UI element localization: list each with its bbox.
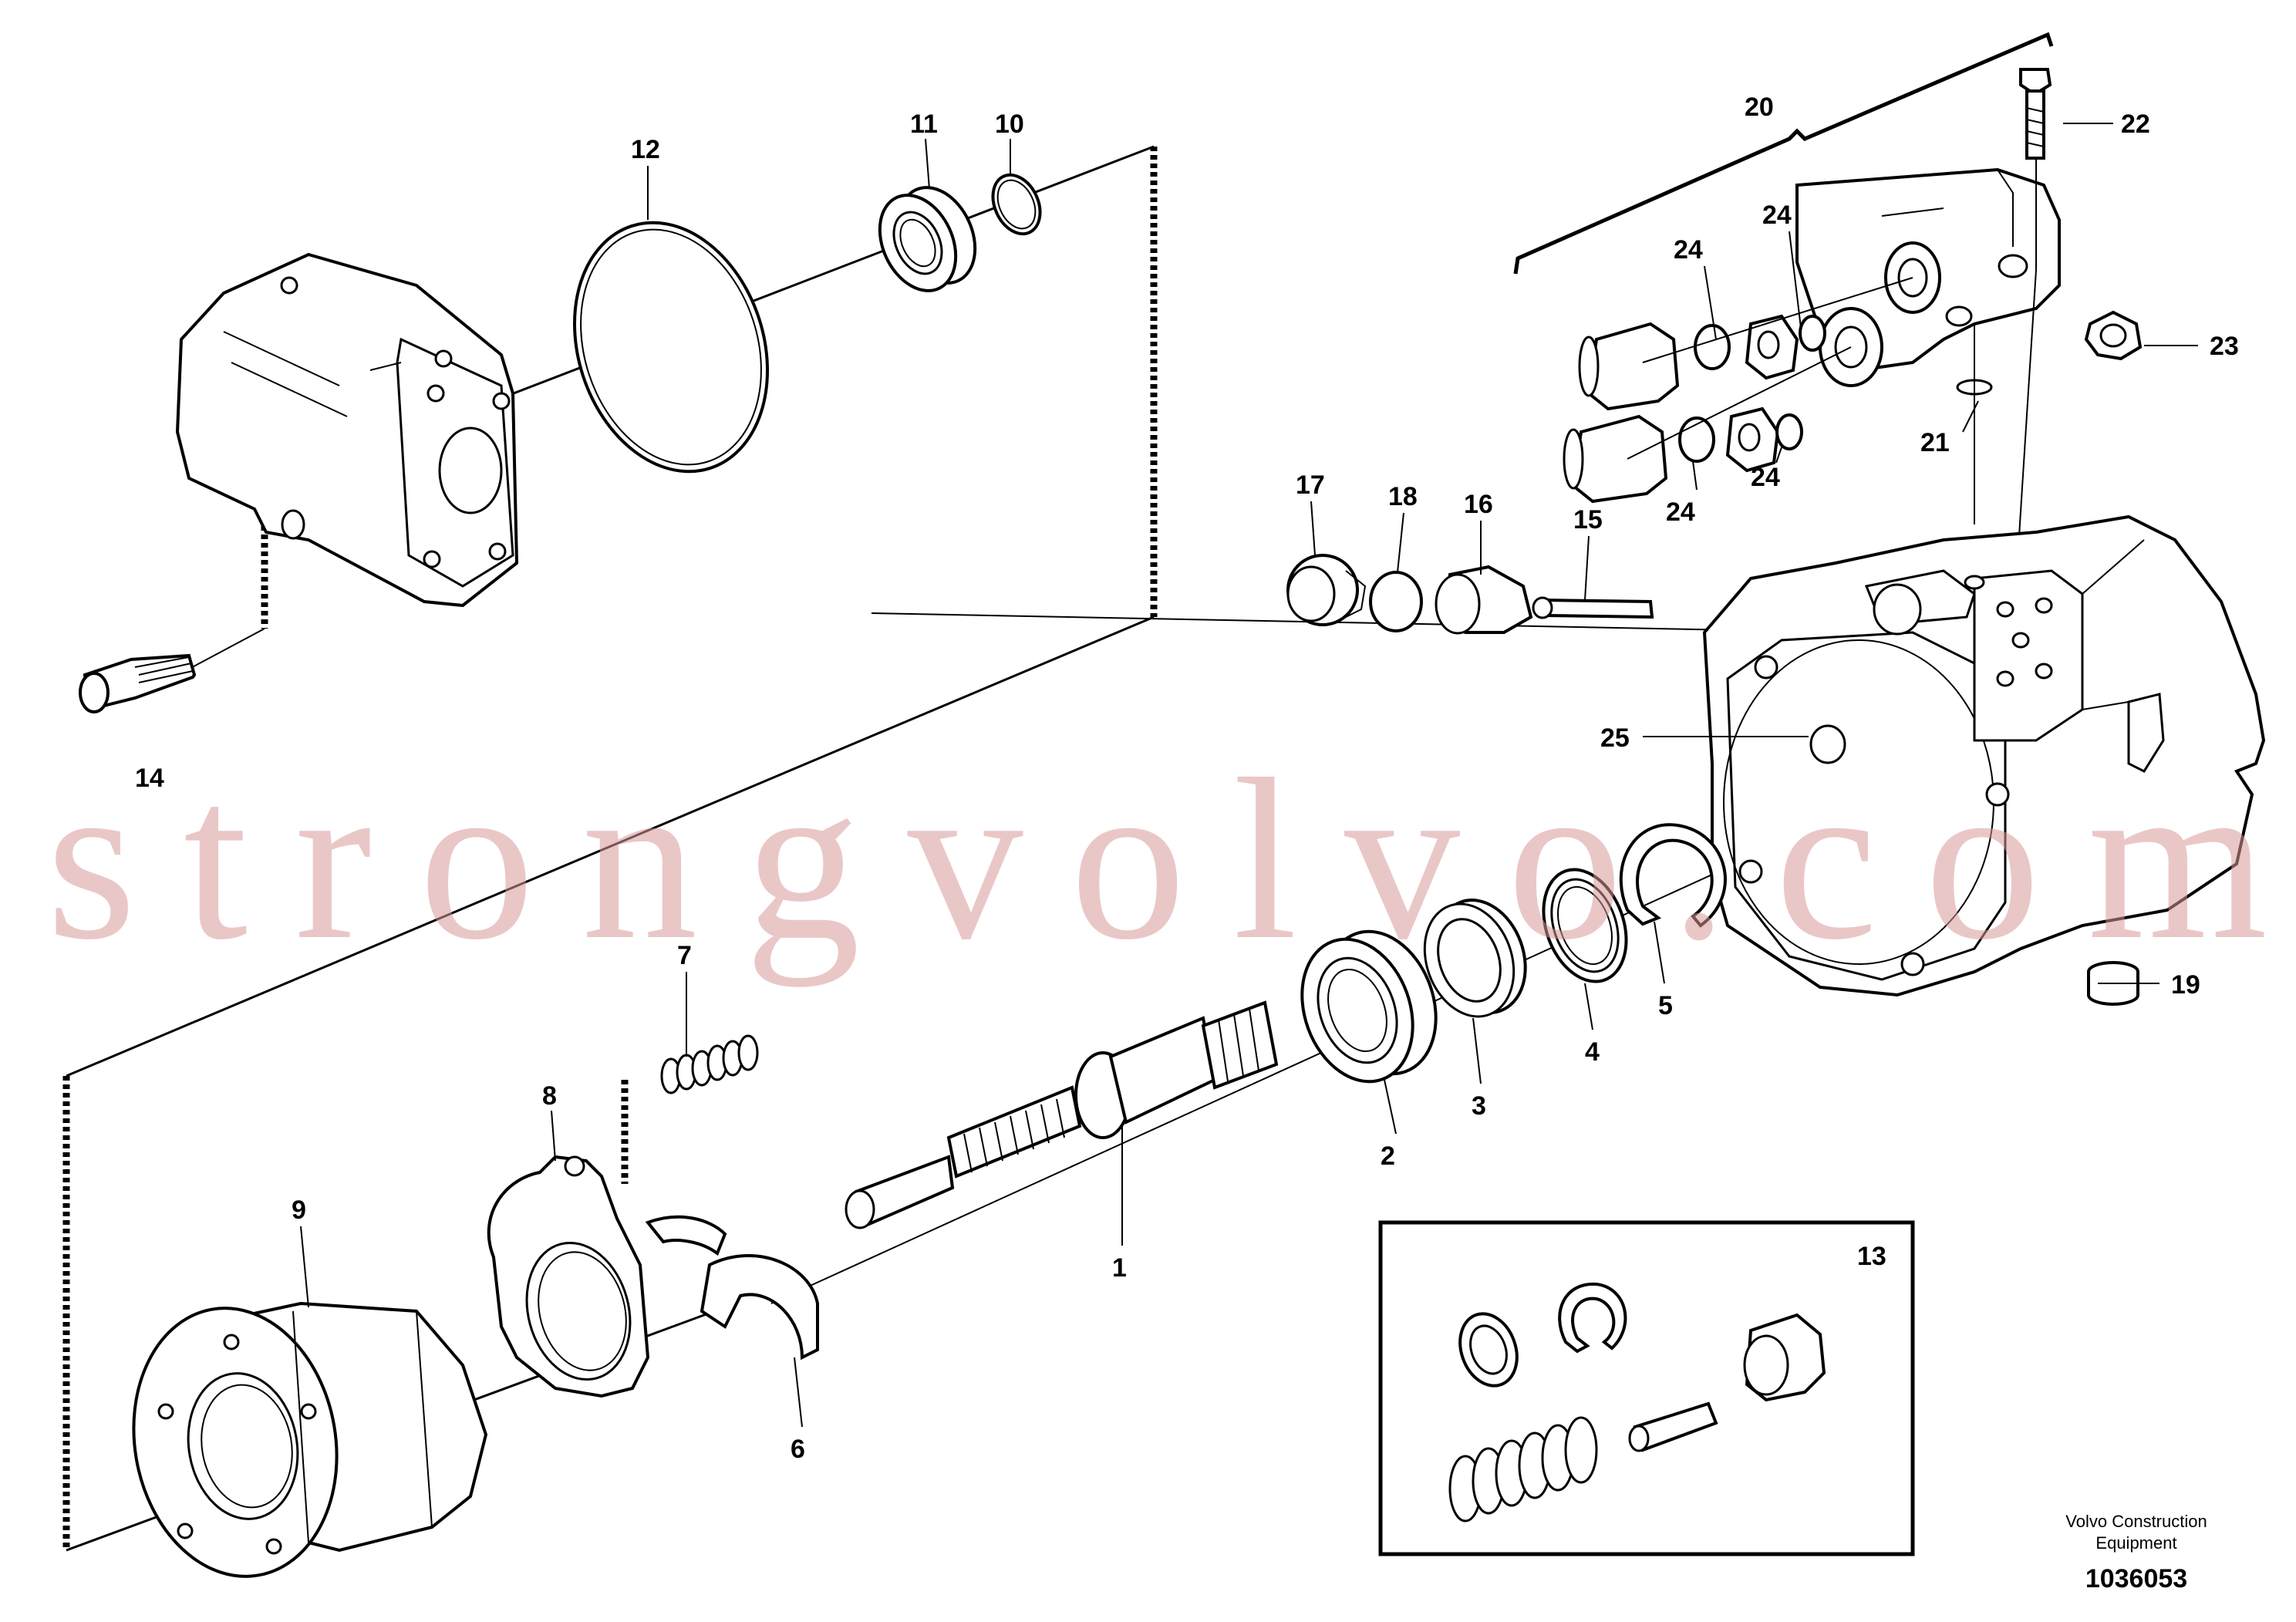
callout-17: 17 <box>1296 470 1325 500</box>
callout-22: 22 <box>2121 110 2150 139</box>
bracket-20 <box>1513 32 2054 275</box>
cylinder-block-9 <box>132 1301 488 1578</box>
valve-axis <box>871 612 1852 633</box>
callout-16: 16 <box>1464 490 1493 519</box>
piston-16 <box>1435 565 1533 635</box>
credit-line-2: Equipment <box>2095 1533 2176 1553</box>
part-number: 1036053 <box>2085 1564 2187 1593</box>
callout-6: 6 <box>791 1435 805 1464</box>
callout-19: 19 <box>2171 970 2200 1000</box>
callout-1: 1 <box>1112 1253 1127 1283</box>
callout-21: 21 <box>1920 428 1950 457</box>
credit-line-1: Volvo Construction <box>2065 1512 2207 1531</box>
callout-20: 20 <box>1745 93 1774 122</box>
seal-kit-box-13 <box>1378 1220 1915 1556</box>
callout-18: 18 <box>1388 482 1418 511</box>
callout-14: 14 <box>135 764 164 793</box>
cap-axis-upper <box>1642 277 1913 363</box>
callout-24-upper-right: 24 <box>1762 201 1792 230</box>
plug-23 <box>2084 310 2143 361</box>
bearing-2 <box>1300 929 1438 1084</box>
callout-labels: 1 2 3 4 5 6 7 8 9 10 11 12 13 14 15 16 1… <box>135 93 2239 1464</box>
callout-5: 5 <box>1658 991 1673 1020</box>
swash-plate-8 <box>487 1155 650 1398</box>
bolt-14 <box>79 628 265 713</box>
watermark-text: strongvolvo.com <box>46 731 2267 988</box>
callout-25: 25 <box>1600 723 1630 753</box>
callout-24-lower-right: 24 <box>1751 463 1780 492</box>
o-ring-12-inner <box>580 228 762 466</box>
valve-block-20 <box>1795 167 2061 387</box>
bracket-6 <box>645 1215 819 1361</box>
callout-11: 11 <box>910 110 938 139</box>
cap-axis-lower <box>1627 346 1852 460</box>
callout-8: 8 <box>542 1081 557 1111</box>
ring-18 <box>1369 571 1423 632</box>
pump-cover-housing <box>175 252 519 608</box>
callout-10: 10 <box>995 110 1024 139</box>
bearing-11 <box>878 186 977 292</box>
credit-block: Volvo Construction Equipment 1036053 <box>2065 1512 2207 1593</box>
callout-15: 15 <box>1573 505 1603 534</box>
pump-body <box>1702 514 2266 997</box>
o-ring-12 <box>573 221 769 474</box>
spring-7 <box>660 1034 759 1094</box>
pin-15 <box>1532 596 1654 619</box>
ring-10 <box>991 173 1042 236</box>
leader-lines <box>300 123 2198 1428</box>
cap-nut-lower <box>1563 406 1803 504</box>
shaft-1 <box>845 1000 1279 1229</box>
seal-4 <box>1542 868 1628 983</box>
callout-23: 23 <box>2210 332 2239 361</box>
plug-17 <box>1286 554 1367 626</box>
callout-12: 12 <box>631 135 660 164</box>
ring-10-inner <box>996 179 1037 230</box>
callout-9: 9 <box>292 1195 306 1225</box>
callout-13: 13 <box>1857 1242 1886 1271</box>
callout-24-upper-left: 24 <box>1674 235 1703 265</box>
bolt-22 <box>2019 68 2052 270</box>
cap-nut-upper <box>1578 314 1826 411</box>
callout-4: 4 <box>1585 1037 1600 1067</box>
callout-7: 7 <box>677 941 692 970</box>
ring-3 <box>1423 899 1527 1018</box>
callout-3: 3 <box>1472 1091 1486 1121</box>
callout-24-lower-left: 24 <box>1666 497 1695 527</box>
callout-2: 2 <box>1381 1141 1395 1171</box>
plug-19 <box>2087 961 2139 1006</box>
circlip-5 <box>1619 823 1727 928</box>
